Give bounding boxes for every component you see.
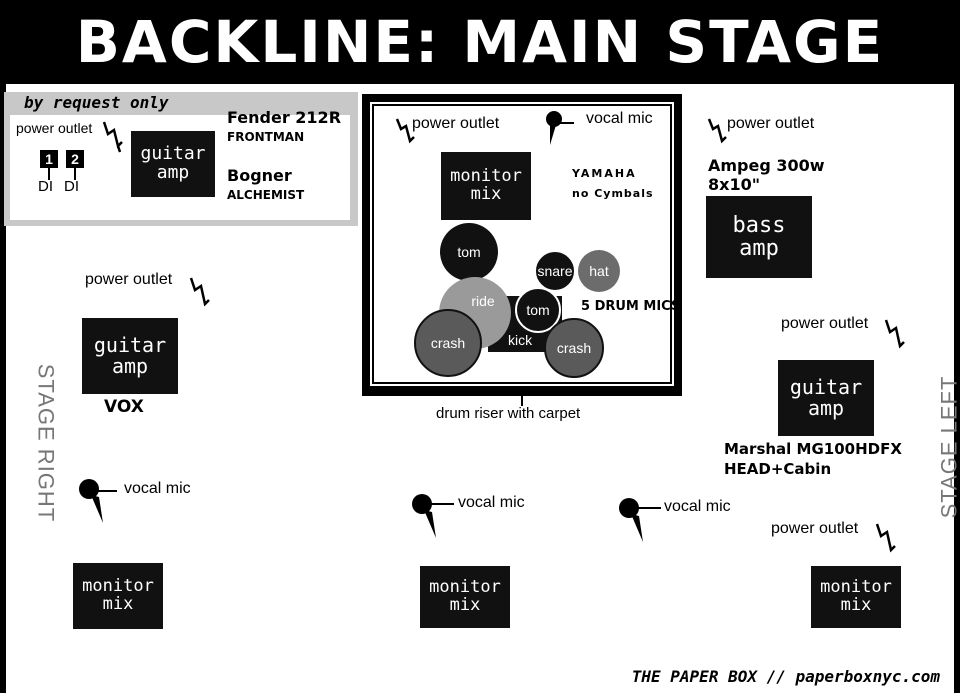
stage-right-label: STAGE RIGHT	[33, 363, 59, 523]
stage-right-power-outlet-label: power outlet	[85, 271, 173, 288]
amp-model-fender: Fender 212R	[227, 108, 342, 127]
riser-caption: drum riser with carpet	[436, 405, 581, 422]
kit-brand: YAMAHA	[572, 167, 637, 180]
drum-tom-1: tom	[440, 223, 498, 281]
footer-bar	[6, 659, 954, 693]
drum-hat: hat	[578, 250, 620, 292]
riser-caption-pointer	[521, 396, 523, 406]
vocal-mic-icon	[410, 492, 458, 545]
di-label-2: DI	[64, 178, 79, 195]
amp-model-bogner-sub: ALCHEMIST	[227, 188, 305, 202]
bass-power-outlet-label: power outlet	[727, 115, 815, 132]
monitor-mix-stage-left: monitor mix	[811, 566, 901, 628]
drum-monitor-mix: monitor mix	[441, 152, 531, 220]
drum-kick-label: kick	[508, 332, 533, 348]
guitar-amp-request: guitar amp	[131, 131, 215, 197]
stage-right-vocal-mic-label: vocal mic	[124, 480, 191, 497]
kit-note: no Cymbals	[572, 187, 654, 200]
guitar-amp-stage-left: guitar amp	[778, 360, 874, 436]
bass-amp: bass amp	[706, 196, 812, 278]
bass-amp-model: Ampeg 300w	[708, 156, 825, 175]
power-outlet-icon	[188, 276, 212, 310]
page-title: BACKLINE: MAIN STAGE	[75, 8, 885, 76]
riser-vocal-mic-label: vocal mic	[586, 110, 653, 127]
power-outlet-icon	[883, 318, 907, 352]
drum-snare: snare	[534, 250, 576, 292]
footer-credit: THE PAPER BOX // paperboxnyc.com	[631, 667, 940, 686]
power-outlet-icon	[394, 117, 416, 147]
vocal-mic-icon	[617, 496, 665, 549]
power-outlet-icon	[100, 120, 126, 154]
request-only-heading: by request only	[24, 93, 169, 112]
vocal-mic-icon	[544, 109, 584, 154]
drum-mics-count: 5 DRUM MICS	[581, 299, 681, 314]
drum-tom-2: tom	[515, 287, 561, 333]
stage-left-power-outlet-label-1: power outlet	[781, 315, 869, 332]
stage-left-power-outlet-label-2: power outlet	[771, 520, 859, 537]
guitar-amp-model-marshal-sub: HEAD+Cabin	[724, 460, 832, 478]
di-label-1: DI	[38, 178, 53, 195]
monitor-mix-stage-right: monitor mix	[73, 563, 163, 629]
center-vocal-mic-label-1: vocal mic	[458, 494, 525, 511]
vocal-mic-icon	[77, 477, 125, 530]
amp-model-bogner: Bogner	[227, 166, 292, 185]
di-cable-2	[74, 168, 76, 180]
drum-crash-left: crash	[414, 309, 482, 377]
guitar-amp-model-marshal: Marshal MG100HDFX	[724, 440, 902, 458]
power-outlet-icon	[874, 522, 898, 556]
bass-cab-size: 8x10"	[708, 175, 761, 194]
riser-power-outlet-label: power outlet	[412, 115, 500, 132]
di-box-1: 1	[40, 150, 58, 168]
drum-crash-right: crash	[544, 318, 604, 378]
amp-model-fender-sub: FRONTMAN	[227, 130, 305, 144]
guitar-amp-model-vox: VOX	[104, 397, 144, 417]
di-cable-1	[48, 168, 50, 180]
drum-riser-frame	[372, 104, 672, 384]
power-outlet-icon	[706, 117, 728, 147]
monitor-mix-center: monitor mix	[420, 566, 510, 628]
guitar-amp-stage-right: guitar amp	[82, 318, 178, 394]
center-vocal-mic-label-2: vocal mic	[664, 498, 731, 515]
di-box-2: 2	[66, 150, 84, 168]
stage-left-label: STAGE LEFT	[936, 375, 960, 519]
power-outlet-label: power outlet	[16, 120, 93, 136]
